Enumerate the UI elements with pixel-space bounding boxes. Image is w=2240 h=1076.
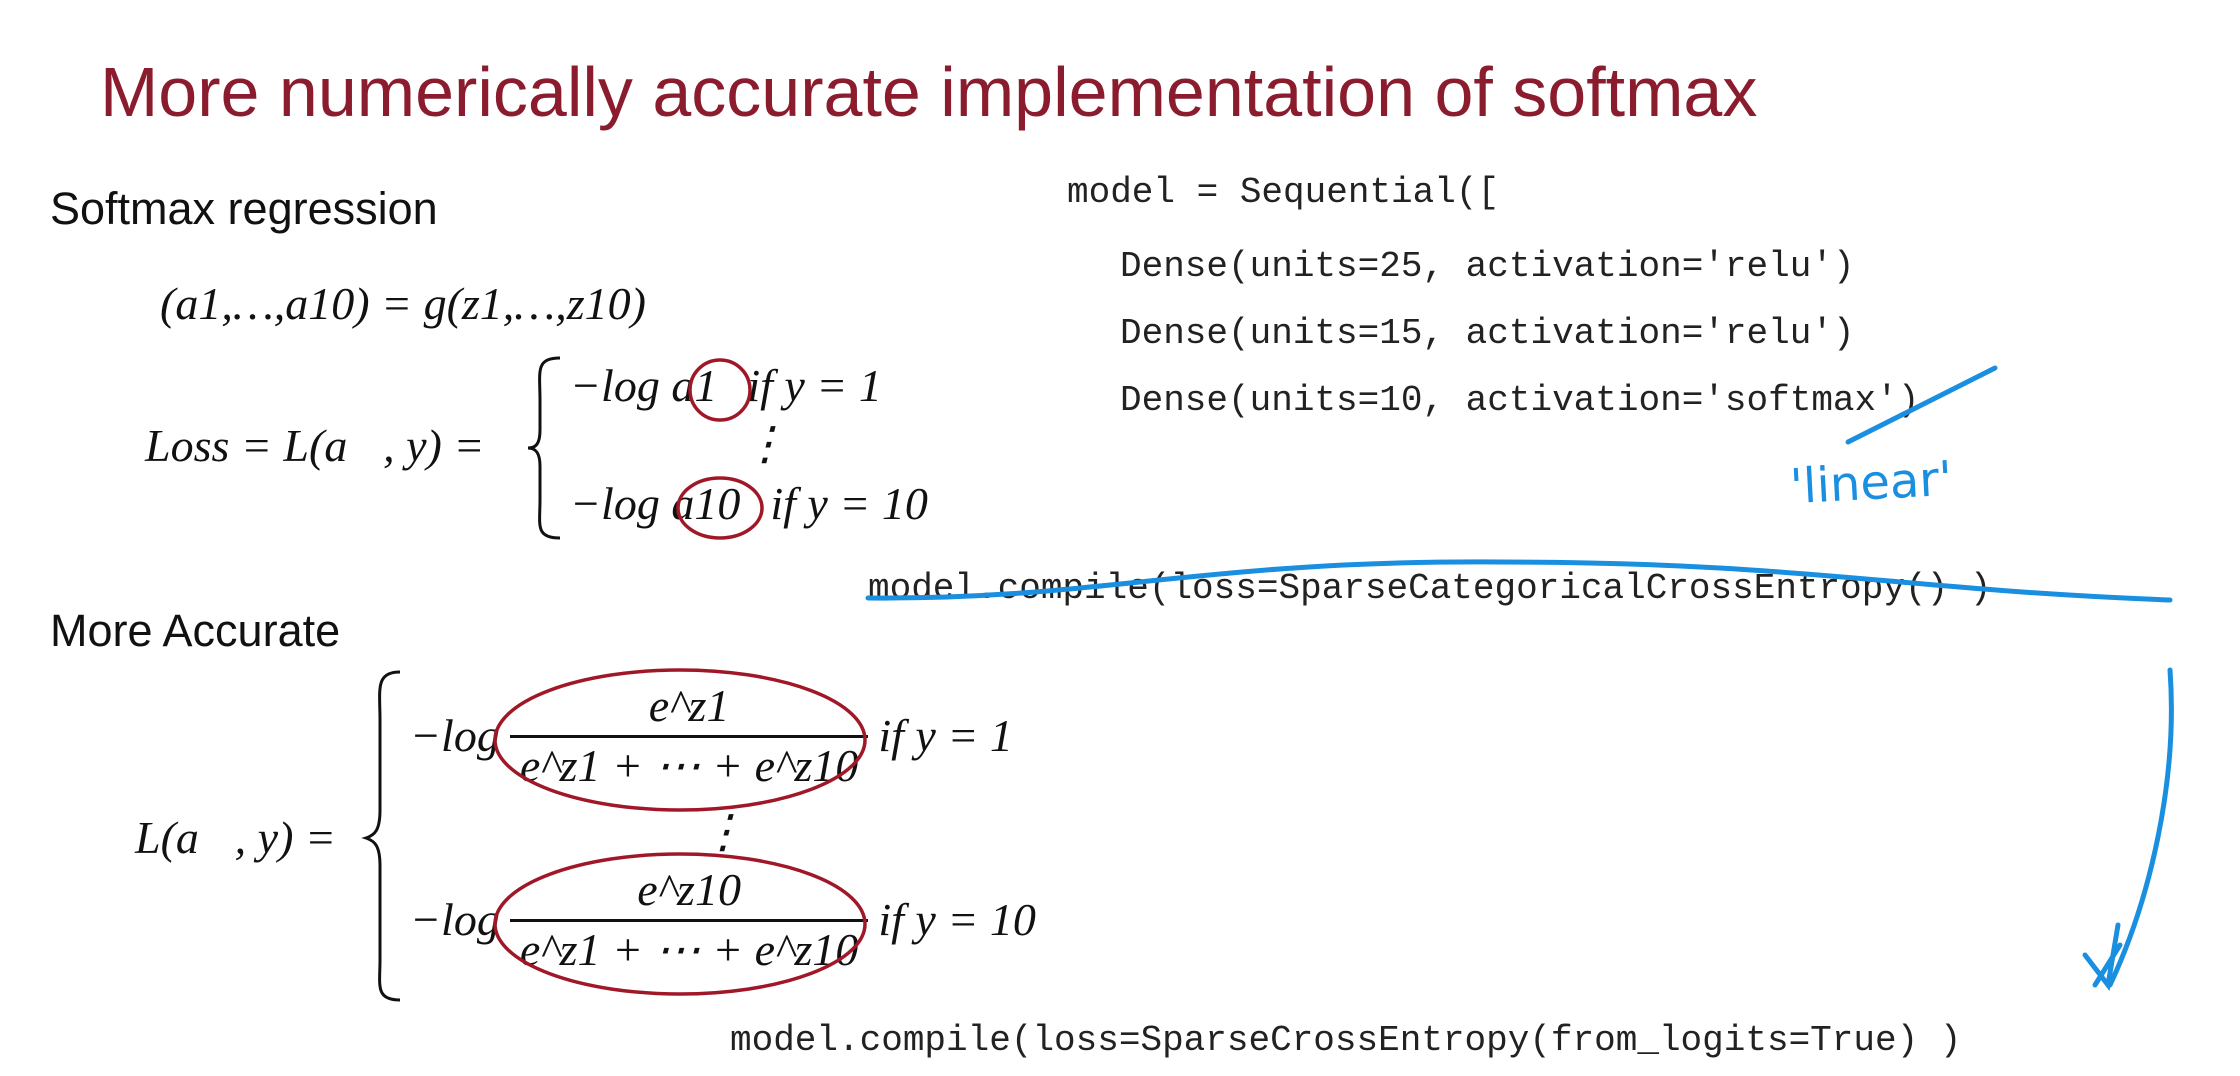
case-expression: −log a1 xyxy=(570,360,718,411)
fraction-denominator: e^z1 + ⋯ + e^z10 xyxy=(509,918,869,977)
case-condition: if y = 10 xyxy=(878,893,1036,945)
more-accurate-heading: More Accurate xyxy=(50,605,341,656)
handwritten-linear: 'linear' xyxy=(1788,450,1954,516)
vdots: ⋮ xyxy=(700,806,746,857)
accurate-lhs: L(a⃗, y) = xyxy=(135,812,336,863)
loss-case-1: −log a1 if y = 1 xyxy=(570,360,882,413)
vdots: ⋮ xyxy=(742,418,788,469)
activation-equation: (a1,…,a10) = g(z1,…,z10) xyxy=(160,278,646,331)
neg-log: −log xyxy=(410,893,500,945)
arrow-head xyxy=(2082,922,2123,992)
case-condition: if y = 1 xyxy=(747,360,882,411)
loss-lhs: Loss = L(a⃗, y) = xyxy=(145,420,485,471)
code-line-dense-25: Dense(units=25, activation='relu') xyxy=(1120,246,1855,287)
loss-brace xyxy=(527,356,561,540)
code-line-dense-15: Dense(units=15, activation='relu') xyxy=(1120,313,1855,354)
softmax-fraction: e^z1 e^z1 + ⋯ + e^z10 xyxy=(509,680,869,793)
code-line-dense-10: Dense(units=10, activation='softmax') xyxy=(1120,380,1920,421)
case-expression: −log a10 xyxy=(570,478,741,529)
fraction-denominator: e^z1 + ⋯ + e^z10 xyxy=(509,734,869,793)
softmax-fraction: e^z10 e^z1 + ⋯ + e^z10 xyxy=(509,864,869,977)
neg-log: −log xyxy=(410,709,500,761)
case-condition: if y = 10 xyxy=(770,478,928,529)
code-compile-new: model.compile(loss=SparseCrossEntropy(fr… xyxy=(730,1020,1962,1061)
loss-case-10: −log a10 if y = 10 xyxy=(570,478,928,531)
code-line-sequential: model = Sequential([ xyxy=(1067,172,1500,213)
slide-title: More numerically accurate implementation… xyxy=(100,53,1758,131)
case-condition: if y = 1 xyxy=(878,709,1013,761)
code-compile-old: model.compile(loss=SparseCategoricalCros… xyxy=(868,568,1992,609)
arrow-shaft xyxy=(2107,667,2174,988)
accurate-case-10: −log e^z10 e^z1 + ⋯ + e^z10 if y = 10 xyxy=(410,864,1036,977)
fraction-numerator: e^z10 xyxy=(637,864,741,915)
activation-rhs: = g(z1,…,z10) xyxy=(381,278,646,329)
accurate-case-1: −log e^z1 e^z1 + ⋯ + e^z10 if y = 1 xyxy=(410,680,1013,793)
softmax-heading: Softmax regression xyxy=(50,183,438,234)
accurate-brace xyxy=(361,670,401,1002)
activation-lhs: (a1,…,a10) xyxy=(160,278,370,329)
fraction-numerator: e^z1 xyxy=(648,680,730,731)
